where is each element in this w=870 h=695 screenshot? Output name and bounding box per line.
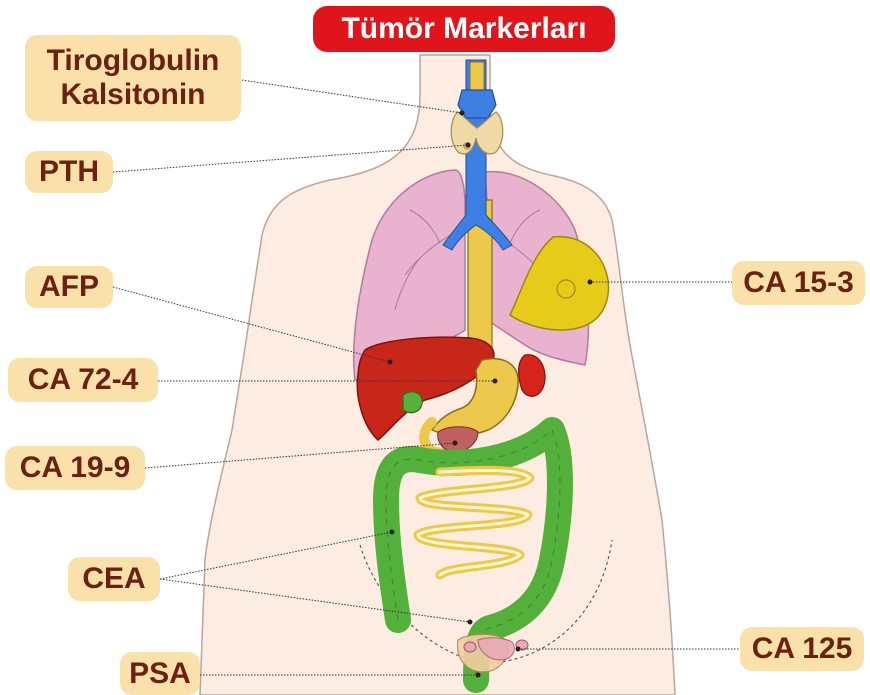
label-afp: AFP <box>25 266 113 308</box>
right-lung <box>352 169 466 382</box>
label-tiroglobulin-text: Tiroglobulin <box>46 44 220 77</box>
leader-dots <box>387 110 593 678</box>
uterus <box>477 637 515 661</box>
nipple <box>556 279 576 299</box>
label-psa: PSA <box>120 652 200 695</box>
leader-tiroglobulin <box>241 79 463 114</box>
leader-ca199 <box>144 442 456 469</box>
esophagus-upper <box>469 61 485 93</box>
spleen <box>518 354 546 397</box>
leader-lines <box>112 79 740 676</box>
label-kalsitonin-text: Kalsitonin <box>60 78 206 111</box>
leader-cea-2 <box>159 578 471 623</box>
leader-pth <box>112 144 469 173</box>
label-cea: CEA <box>68 557 160 601</box>
diagram-title: Tümör Markerları <box>313 6 615 52</box>
label-ca724: CA 72-4 <box>8 358 158 402</box>
label-tiroglobulin-kalsitonin: Tiroglobulin Kalsitonin <box>25 35 241 121</box>
label-ca153: CA 15-3 <box>732 261 865 305</box>
gallbladder <box>402 391 423 414</box>
label-pth: PTH <box>25 151 113 193</box>
ovary-left <box>463 641 477 653</box>
small-intestine-inner <box>416 468 532 577</box>
label-ca125: CA 125 <box>740 627 864 671</box>
leader-cea-1 <box>159 531 393 580</box>
trachea <box>442 59 513 251</box>
large-intestine-edge <box>385 429 561 681</box>
label-ca199: CA 19-9 <box>5 446 145 490</box>
pancreas <box>437 426 479 453</box>
